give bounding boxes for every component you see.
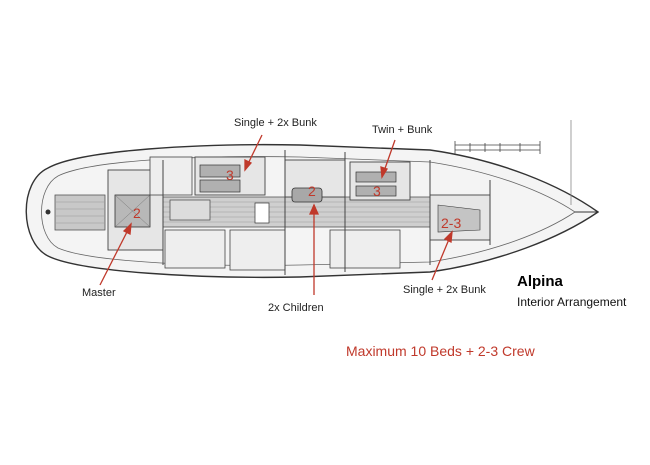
galley xyxy=(169,199,211,221)
capacity-note: Maximum 10 Beds + 2-3 Crew xyxy=(346,343,535,359)
scale-bar xyxy=(454,141,541,154)
master-bed-count: 2 xyxy=(133,205,141,221)
single-bunk-aft-label: Single + 2x Bunk xyxy=(403,284,486,296)
single-bunk-top-label: Single + 2x Bunk xyxy=(234,117,317,129)
children-label: 2x Children xyxy=(268,302,324,314)
lower-cabin-2 xyxy=(229,229,286,271)
single-bunk-aft-bed-count: 2-3 xyxy=(441,215,462,231)
twin-bunk-bed-count: 3 xyxy=(373,183,381,199)
lower-cabin-3 xyxy=(329,229,401,269)
single-bunk-top-bed-count: 3 xyxy=(226,167,234,183)
lower-cabin-1 xyxy=(164,229,226,269)
master-label: Master xyxy=(82,287,116,299)
master-arrow xyxy=(99,223,132,286)
upper-cabin-2 xyxy=(149,156,193,196)
vessel-name: Alpina xyxy=(517,273,563,290)
companionway xyxy=(254,202,270,224)
transom-post xyxy=(45,209,51,215)
aft-deck xyxy=(54,194,106,231)
children-bed-count: 2 xyxy=(308,183,316,199)
twin-bunk-label: Twin + Bunk xyxy=(372,124,433,136)
vessel-subtitle: Interior Arrangement xyxy=(517,295,627,309)
